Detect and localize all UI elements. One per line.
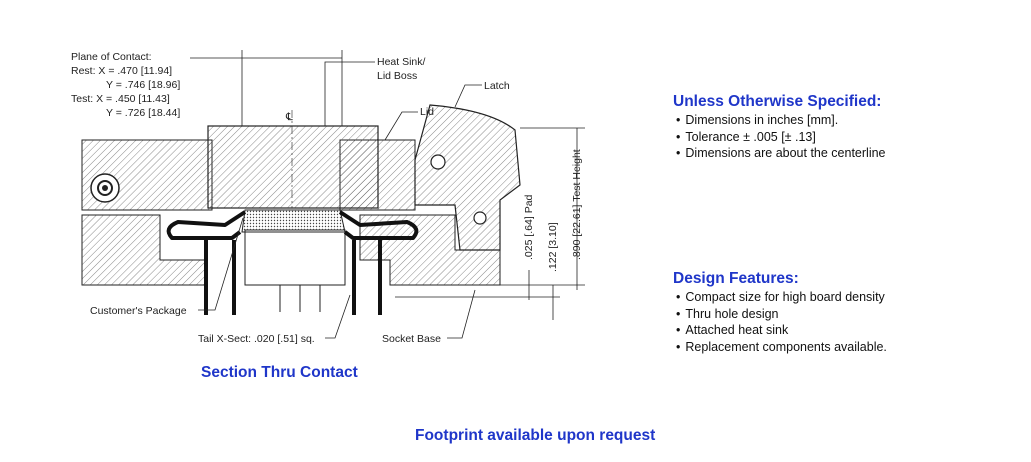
socket-base bbox=[81, 214, 206, 286]
base-leader bbox=[447, 289, 476, 339]
list-item: Compact size for high board density bbox=[676, 289, 887, 306]
socket-base-label: Socket Base bbox=[382, 333, 441, 345]
plane-rest-y: Y = .746 [18.96] bbox=[106, 79, 180, 91]
package-leader bbox=[198, 217, 244, 311]
list-item: Dimensions are about the centerline bbox=[676, 145, 885, 162]
section-caption: Section Thru Contact bbox=[201, 364, 358, 381]
plane-title: Plane of Contact: bbox=[71, 51, 152, 63]
customers-package bbox=[241, 209, 346, 233]
lid-boss-label: Lid Boss bbox=[377, 70, 417, 82]
latch-pivot-top bbox=[430, 154, 446, 170]
list-item: Tolerance ± .005 [± .13] bbox=[676, 129, 886, 146]
heat-sink-label: Heat Sink/ bbox=[377, 56, 426, 68]
lid-label: Lid bbox=[420, 106, 434, 118]
latch-label: Latch bbox=[484, 80, 510, 92]
plane-test-x: Test: X = .450 [11.43] bbox=[71, 93, 170, 105]
features-list: Compact size for high board density Thru… bbox=[676, 289, 887, 355]
latch-pivot-bottom bbox=[473, 211, 487, 225]
list-item: Replacement components available. bbox=[676, 339, 887, 356]
centerline-symbol: ℄ bbox=[285, 111, 293, 123]
test-height-dimension: .890 [22.61] Test Height bbox=[571, 149, 583, 260]
tail-leader bbox=[325, 294, 351, 339]
latch-leader bbox=[454, 84, 482, 108]
base-dimension: .122 [3.10] bbox=[547, 222, 559, 272]
base-cavity bbox=[244, 229, 346, 286]
heat-sink bbox=[207, 125, 379, 209]
list-item: Thru hole design bbox=[676, 306, 887, 323]
pad-dimension: .025 [.64] Pad bbox=[523, 194, 535, 260]
tail-xsect-label: Tail X-Sect: .020 [.51] sq. bbox=[198, 333, 315, 345]
list-item: Dimensions in inches [mm]. bbox=[676, 112, 886, 129]
screw-core bbox=[102, 185, 108, 191]
contact-left bbox=[166, 210, 247, 240]
heat-sink-leader bbox=[324, 61, 375, 126]
lid-leader bbox=[384, 111, 418, 141]
plane-rest-x: Rest: X = .470 [11.94] bbox=[71, 65, 172, 77]
contact-right bbox=[338, 210, 419, 240]
specs-title: Unless Otherwise Specified: bbox=[673, 93, 882, 110]
specs-list: Dimensions in inches [mm]. Tolerance ± .… bbox=[676, 112, 886, 162]
features-title: Design Features: bbox=[673, 270, 799, 287]
list-item: Attached heat sink bbox=[676, 322, 887, 339]
plane-test-y: Y = .726 [18.44] bbox=[106, 107, 180, 119]
customers-package-label: Customer's Package bbox=[90, 305, 187, 317]
footer-note: Footprint available upon request bbox=[415, 427, 656, 444]
